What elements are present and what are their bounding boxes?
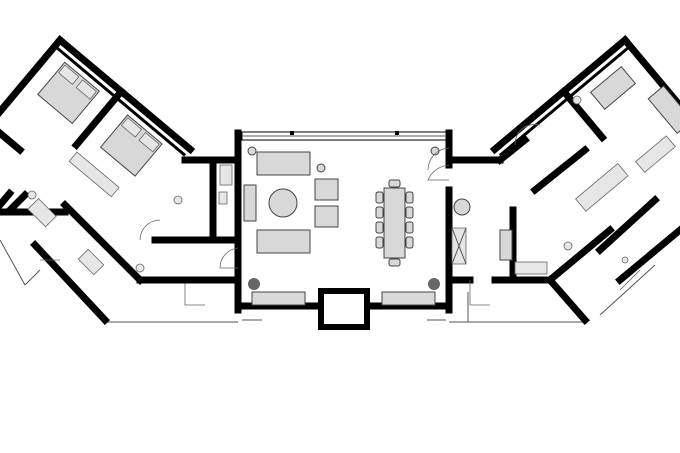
sink (219, 164, 233, 186)
sofa (647, 85, 680, 134)
plant (428, 278, 440, 290)
bathtub (575, 163, 629, 212)
plant (248, 278, 260, 290)
coffee-table (268, 188, 298, 218)
vanity (635, 135, 676, 173)
right-kitchen-block (427, 147, 585, 323)
left-lower-rooms (0, 190, 189, 325)
bench (381, 291, 436, 306)
armchair (314, 178, 339, 201)
bed (99, 114, 163, 177)
left-bath-block (105, 156, 242, 323)
dining-table (383, 187, 406, 259)
bed (589, 65, 637, 110)
dining-chairs (375, 179, 414, 267)
bench (251, 291, 306, 306)
fridge (514, 261, 548, 275)
closet (68, 151, 120, 198)
fireplace (318, 288, 370, 330)
right-lower-rooms (495, 95, 680, 325)
sofa (256, 229, 311, 254)
side-table (316, 163, 326, 173)
bed (37, 61, 100, 125)
armchair (499, 229, 513, 261)
tv-console (243, 184, 257, 222)
right-wing (489, 35, 680, 212)
left-wing (0, 35, 196, 260)
armchair (314, 205, 339, 228)
toilet (218, 191, 228, 205)
lamp (247, 146, 257, 156)
living-room (234, 129, 453, 330)
sofa (256, 151, 311, 176)
